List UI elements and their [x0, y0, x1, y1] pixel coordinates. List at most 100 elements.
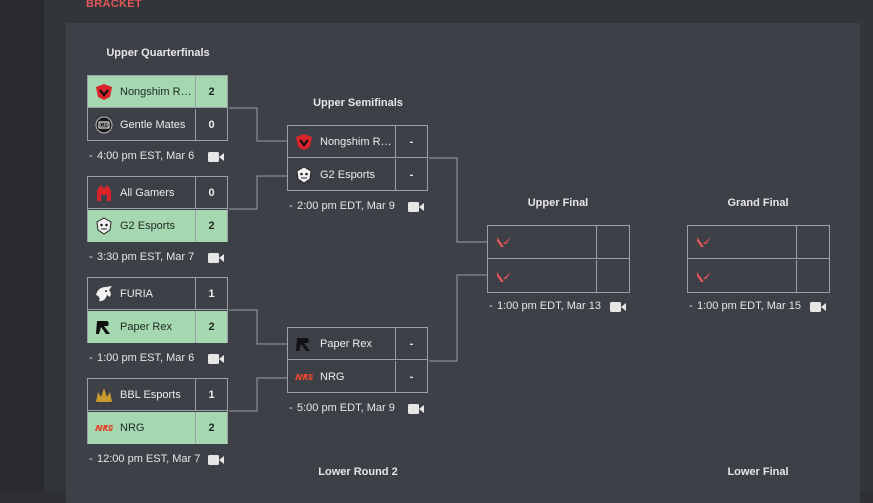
nongshim-logo-icon	[94, 82, 114, 102]
team-score: 2	[195, 412, 227, 444]
match-grand-final[interactable]	[687, 225, 830, 293]
match-time: 12:00 pm EST, Mar 7	[97, 453, 201, 465]
video-camera-icon[interactable]	[810, 302, 826, 315]
match-upper-final[interactable]	[487, 225, 630, 293]
team-score: -	[395, 328, 427, 359]
match-upper-qf3[interactable]: FURIA 1 Paper Rex 2	[87, 277, 228, 343]
team-score: -	[395, 361, 427, 393]
team-row[interactable]	[688, 226, 829, 259]
furia-logo-icon	[94, 284, 114, 304]
bbl-esports-logo-icon	[94, 385, 114, 405]
team-score: -	[395, 159, 427, 191]
sidebar	[0, 0, 44, 491]
team-score: 1	[195, 379, 227, 410]
meta-dash: -	[289, 402, 293, 414]
video-camera-icon[interactable]	[408, 404, 424, 417]
team-score: 0	[195, 177, 227, 208]
valorant-icon	[694, 232, 714, 252]
round-title-upper-semifinals: Upper Semifinals	[313, 97, 403, 109]
match-upper-qf2[interactable]: All Gamers 0 G2 Esports 2	[87, 176, 228, 242]
meta-dash: -	[89, 150, 93, 162]
team-score: -	[395, 126, 427, 157]
nrg-logo-icon	[294, 367, 314, 387]
team-row[interactable]: G2 Esports 2	[88, 210, 227, 242]
team-score	[796, 260, 829, 293]
meta-dash: -	[89, 251, 93, 263]
meta-dash: -	[489, 300, 493, 312]
round-title-upper-quarterfinals: Upper Quarterfinals	[106, 47, 210, 59]
match-time: 3:30 pm EST, Mar 7	[97, 251, 195, 263]
match-upper-qf4[interactable]: BBL Esports 1 NRG 2	[87, 378, 228, 444]
team-score	[596, 260, 629, 293]
valorant-icon	[694, 267, 714, 287]
valorant-icon	[494, 267, 514, 287]
g2-esports-logo-icon	[294, 165, 314, 185]
video-camera-icon[interactable]	[208, 455, 224, 468]
team-score: 2	[195, 76, 227, 107]
video-camera-icon[interactable]	[208, 253, 224, 266]
team-row[interactable]: GM Gentle Mates 0	[88, 109, 227, 141]
team-row[interactable]: Nongshim RedForce 2	[88, 76, 227, 108]
team-row[interactable]	[688, 260, 829, 293]
team-row[interactable]: Paper Rex 2	[88, 311, 227, 343]
gentle-mates-logo-icon: GM	[94, 115, 114, 135]
round-title-upper-final: Upper Final	[527, 197, 589, 209]
nongshim-logo-icon	[294, 132, 314, 152]
match-time: 1:00 pm EDT, Mar 13	[497, 300, 601, 312]
team-name: Gentle Mates	[120, 119, 186, 131]
team-name: NRG	[120, 422, 145, 434]
match-meta: - 5:00 pm EDT, Mar 9	[287, 402, 428, 416]
team-row[interactable]: All Gamers 0	[88, 177, 227, 209]
team-row[interactable]: FURIA 1	[88, 278, 227, 310]
team-row[interactable]: Paper Rex -	[288, 328, 427, 360]
team-row[interactable]	[488, 226, 629, 259]
video-camera-icon[interactable]	[208, 354, 224, 367]
team-row[interactable]: G2 Esports -	[288, 159, 427, 191]
round-title-grand-final: Grand Final	[727, 197, 789, 209]
match-meta: - 2:00 pm EDT, Mar 9	[287, 200, 428, 214]
team-name: G2 Esports	[120, 220, 176, 232]
team-name: Nongshim RedForce	[120, 85, 195, 98]
round-title-lower-final: Lower Final	[727, 466, 789, 478]
paper-rex-logo-icon	[294, 334, 314, 354]
team-row[interactable]: NRG 2	[88, 412, 227, 444]
team-row[interactable]: BBL Esports 1	[88, 379, 227, 411]
all-gamers-logo-icon	[94, 183, 114, 203]
match-upper-qf1[interactable]: Nongshim RedForce 2 GM Gentle Mates 0	[87, 75, 228, 141]
team-score: 1	[195, 278, 227, 309]
nrg-logo-icon	[94, 418, 114, 438]
team-score: 0	[195, 109, 227, 141]
bracket-heading: BRACKET	[86, 0, 142, 10]
g2-esports-logo-icon	[94, 216, 114, 236]
team-score: 2	[195, 311, 227, 343]
match-upper-sf1[interactable]: Nongshim RedForce - G2 Esports -	[287, 125, 428, 191]
team-score: 2	[195, 210, 227, 242]
match-meta: - 12:00 pm EST, Mar 7	[87, 453, 228, 467]
meta-dash: -	[689, 300, 693, 312]
match-time: 4:00 pm EST, Mar 6	[97, 150, 195, 162]
video-camera-icon[interactable]	[208, 152, 224, 165]
match-meta: - 4:00 pm EST, Mar 6	[87, 150, 228, 164]
team-score	[796, 226, 829, 258]
valorant-icon	[494, 232, 514, 252]
team-name: Paper Rex	[120, 321, 172, 333]
match-time: 2:00 pm EDT, Mar 9	[297, 200, 395, 212]
video-camera-icon[interactable]	[610, 302, 626, 315]
team-row[interactable]: NRG -	[288, 361, 427, 393]
team-row[interactable]: Nongshim RedForce -	[288, 126, 427, 158]
team-name: G2 Esports	[320, 169, 376, 181]
team-name: NRG	[320, 371, 345, 383]
match-meta: - 1:00 pm EST, Mar 6	[87, 352, 228, 366]
team-name: BBL Esports	[120, 388, 181, 401]
meta-dash: -	[89, 352, 93, 364]
match-time: 1:00 pm EST, Mar 6	[97, 352, 195, 364]
match-time: 5:00 pm EDT, Mar 9	[297, 402, 395, 414]
team-row[interactable]	[488, 260, 629, 293]
video-camera-icon[interactable]	[408, 202, 424, 215]
match-meta: - 1:00 pm EDT, Mar 15	[687, 300, 830, 314]
team-name: Paper Rex	[320, 337, 372, 350]
team-name: FURIA	[120, 287, 153, 300]
meta-dash: -	[289, 200, 293, 212]
match-upper-sf2[interactable]: Paper Rex - NRG -	[287, 327, 428, 393]
match-time: 1:00 pm EDT, Mar 15	[697, 300, 801, 312]
